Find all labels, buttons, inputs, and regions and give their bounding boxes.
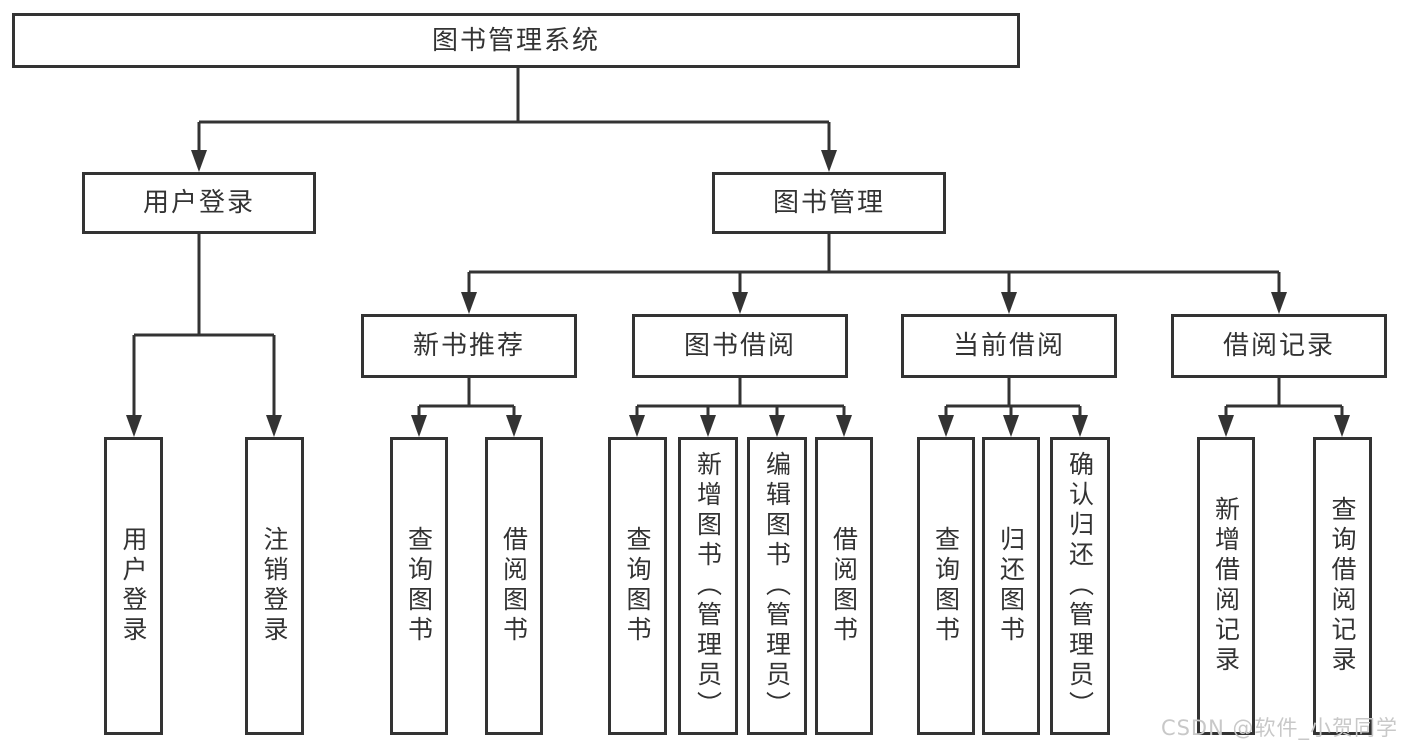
node-root: 图书管理系统	[12, 13, 1020, 68]
node-borrow-records: 借阅记录	[1171, 314, 1387, 378]
leaf-query-borrow-record: 查询借阅记录	[1313, 437, 1372, 735]
leaf-add-borrow-record: 新增借阅记录	[1197, 437, 1255, 735]
leaf-logout: 注销登录	[245, 437, 304, 735]
watermark: CSDN @软件_小贺同学	[1160, 716, 1398, 740]
node-book-management: 图书管理	[712, 172, 946, 234]
leaf-query-books-recommend: 查询图书	[390, 437, 448, 735]
node-current-borrow: 当前借阅	[901, 314, 1117, 378]
leaf-confirm-return-admin: 确认归还（管理员）	[1050, 437, 1110, 735]
leaf-edit-book-admin: 编辑图书（管理员）	[747, 437, 807, 735]
leaf-borrow-books-recommend: 借阅图书	[485, 437, 543, 735]
leaf-query-books-current: 查询图书	[917, 437, 975, 735]
leaf-return-book: 归还图书	[982, 437, 1040, 735]
node-book-borrow: 图书借阅	[632, 314, 848, 378]
leaf-user-login: 用户登录	[104, 437, 163, 735]
arrowheads	[126, 150, 1350, 437]
node-user-login: 用户登录	[82, 172, 316, 234]
leaf-add-book-admin: 新增图书（管理员）	[678, 437, 738, 735]
node-new-book-recommend: 新书推荐	[361, 314, 577, 378]
leaf-query-books-borrow: 查询图书	[608, 437, 667, 735]
leaf-borrow-books: 借阅图书	[815, 437, 873, 735]
